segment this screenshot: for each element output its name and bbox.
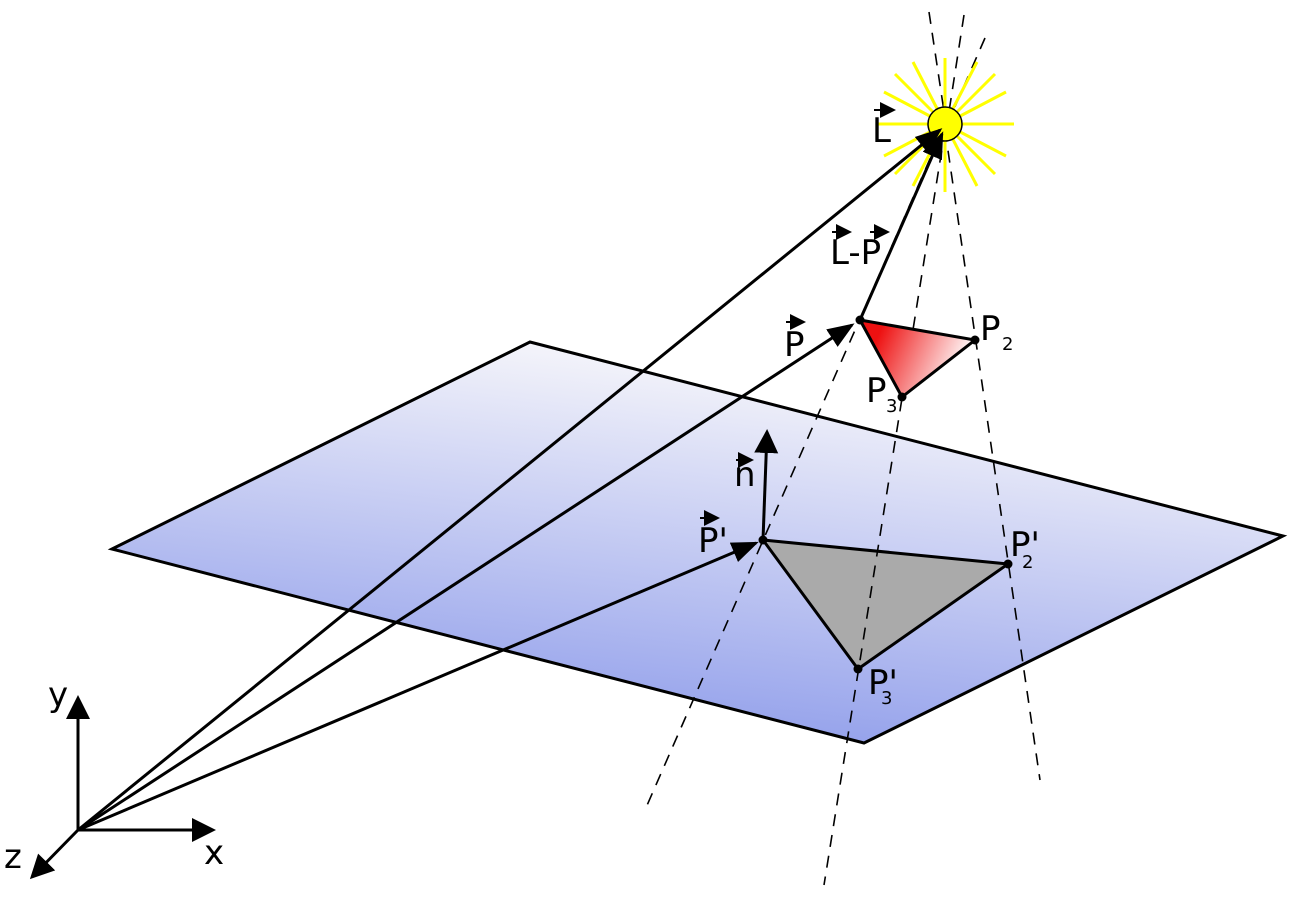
- svg-text:L: L: [872, 111, 891, 151]
- label-light-minus-point: L-P: [830, 224, 890, 273]
- svg-text:P': P': [698, 521, 728, 561]
- svg-text:P: P: [784, 325, 805, 365]
- vector-l: [77, 128, 943, 832]
- projection-line-p2: [944, 129, 1041, 781]
- projection-line-p3: [823, 129, 946, 886]
- vertex-p: [855, 315, 865, 325]
- label-projected-p3: P' 3: [868, 663, 898, 709]
- normal-vector: [754, 429, 779, 541]
- label-normal: n: [734, 452, 756, 495]
- ground-plane: [107, 340, 1288, 745]
- label-projected-point: P': [698, 510, 728, 561]
- svg-text:2: 2: [1022, 552, 1033, 573]
- axis-x-label: x: [204, 833, 224, 873]
- shadow-triangle: [759, 538, 1013, 672]
- svg-text:P': P': [868, 663, 898, 703]
- red-triangle: [857, 317, 979, 400]
- light-dash-2: [947, 14, 965, 119]
- label-p2: P 2: [980, 309, 1013, 355]
- axis-z-line: [29, 828, 80, 880]
- svg-text:P: P: [866, 371, 887, 411]
- svg-text:P: P: [980, 309, 1001, 349]
- label-light: L: [872, 102, 896, 151]
- vertex-p-prime: [758, 535, 768, 545]
- vertex-p2-prime: [1003, 559, 1013, 569]
- svg-text:3: 3: [886, 396, 897, 417]
- axis-z-label: z: [4, 837, 22, 877]
- vertex-p3: [897, 392, 907, 402]
- axis-y-label: y: [48, 675, 68, 715]
- label-projected-p2: P' 2: [1010, 525, 1040, 573]
- svg-text:2: 2: [1002, 334, 1013, 355]
- vector-p-prime: [77, 541, 759, 832]
- light-dash-1: [928, 11, 946, 119]
- label-p3: P 3: [866, 371, 897, 417]
- svg-text:P': P': [1010, 525, 1040, 565]
- vertex-p2: [970, 335, 980, 345]
- svg-text:L-P: L-P: [830, 233, 881, 273]
- svg-text:3: 3: [881, 688, 892, 709]
- label-point: P: [784, 314, 806, 365]
- vector-l-minus-p: [858, 131, 944, 321]
- vector-p: [77, 323, 855, 832]
- vertex-p3-prime: [853, 664, 863, 674]
